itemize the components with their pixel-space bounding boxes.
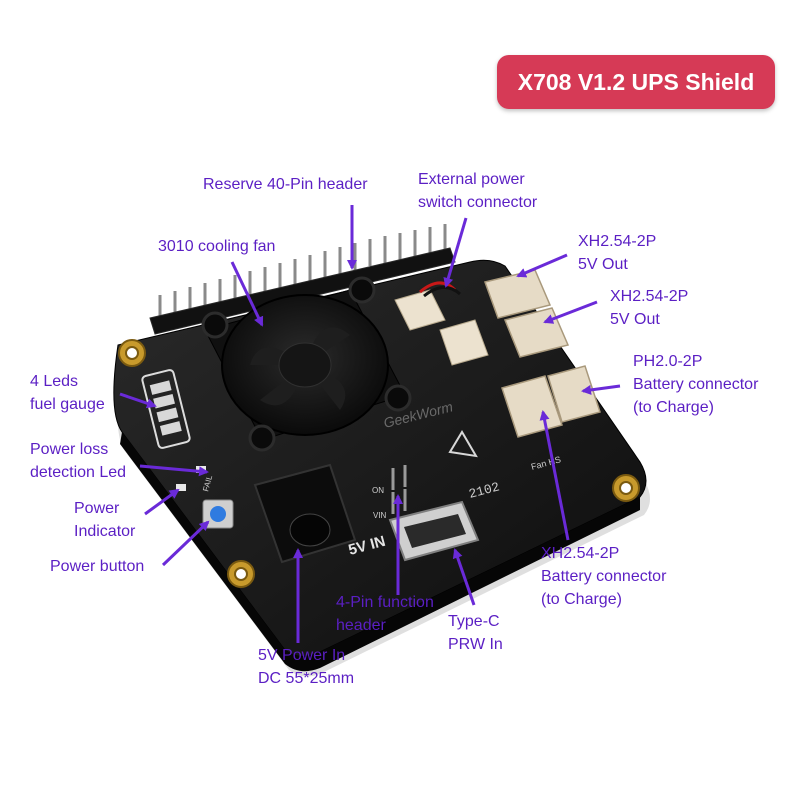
arrow-xh-battery: [539, 410, 570, 541]
arrow-ph-battery: [581, 384, 621, 395]
silk-fail: FAIL: [201, 474, 214, 493]
arrow-power-indicator: [144, 488, 180, 516]
arrow-power-loss: [139, 464, 209, 477]
arrow-leds: [119, 392, 157, 409]
arrow-type-c: [452, 548, 476, 606]
arrow-power-button: [161, 520, 210, 567]
pcb-edge: [120, 432, 640, 672]
ext-switch-connector: [394, 281, 489, 366]
xh-connectors: [484, 269, 601, 438]
silk-vin: VIN: [373, 511, 387, 520]
cooling-fan: [201, 276, 412, 452]
arrow-xh-out-2: [543, 300, 598, 324]
label-cooling-fan: 3010 cooling fan: [158, 238, 276, 255]
silk-on: ON: [372, 486, 384, 495]
label-power-button: Power button: [50, 558, 145, 575]
arrow-cooling-fan: [230, 261, 264, 327]
label-reserve-header: Reserve 40-Pin header: [203, 176, 368, 193]
dc-jack: [253, 463, 357, 564]
arrow-xh-out-1: [516, 253, 568, 278]
pin-header-base: [149, 247, 456, 335]
type-c-port: [388, 500, 480, 562]
arrow-ext-switch: [443, 217, 468, 288]
title-badge: X708 V1.2 UPS Shield: [497, 55, 775, 109]
callout-arrows: [119, 205, 621, 643]
warning-triangle: [448, 430, 478, 458]
power-button-part: [202, 499, 234, 529]
power-indicator-led: [176, 484, 186, 491]
fuel-gauge-leds: [141, 369, 191, 449]
mounting-holes: [118, 339, 640, 588]
